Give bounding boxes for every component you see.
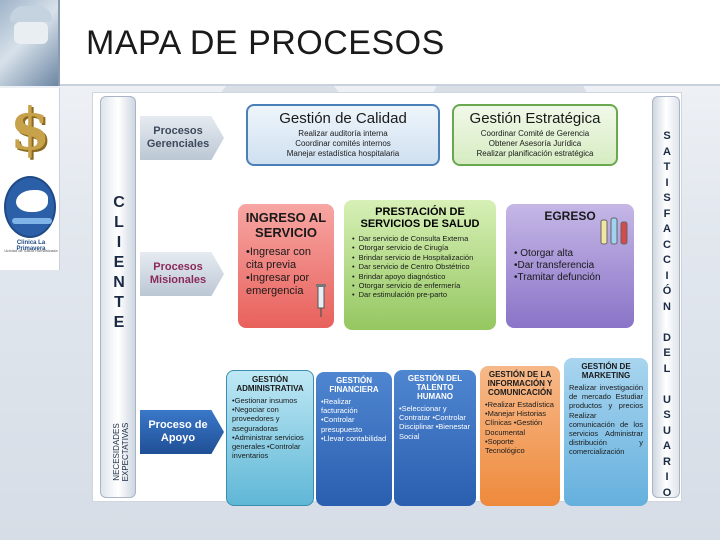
financiera-title: GESTIÓN FINANCIERA bbox=[329, 376, 379, 394]
talento-title: GESTIÓN DEL TALENTO HUMANO bbox=[407, 374, 463, 401]
page-title: MAPA DE PROCESOS bbox=[86, 24, 445, 62]
box-gestion-talento-humano: GESTIÓN DEL TALENTO HUMANO •Seleccionar … bbox=[394, 370, 476, 506]
satisfaction-letter bbox=[653, 315, 681, 331]
needs-text: NECESIDADES EXPECTATIVAS bbox=[112, 422, 130, 482]
estrategica-line: Coordinar Comité de Gerencia bbox=[480, 129, 590, 138]
clinic-logo bbox=[4, 176, 56, 238]
label-proceso-apoyo: Proceso de Apoyo bbox=[140, 410, 224, 454]
satisfaction-letter: A bbox=[663, 440, 671, 452]
lab-flask-icon bbox=[600, 217, 628, 245]
satisfaction-letter: L bbox=[663, 362, 671, 375]
satisfaction-letter: F bbox=[663, 207, 671, 220]
box-gestion-marketing: GESTIÓN DE MARKETING Realizar investigac… bbox=[564, 358, 648, 506]
satisfaction-letter: D bbox=[663, 331, 671, 344]
satisfaction-letter: I bbox=[665, 176, 669, 189]
prestacion-item: Dar estimulación pre-parto bbox=[352, 290, 492, 299]
satisfaction-letter: R bbox=[663, 455, 671, 468]
estrategica-title: Gestión Estratégica bbox=[469, 110, 601, 127]
prestacion-item: Dar servicio de Consulta Externa bbox=[352, 234, 492, 243]
client-letter: E bbox=[113, 254, 125, 271]
marketing-text: Realizar investigación de mercado Estudi… bbox=[569, 383, 643, 457]
satisfaction-letter: A bbox=[663, 145, 671, 158]
egreso-item: •Tramitar defunción bbox=[514, 272, 601, 283]
financiera-text: •Realizar facturación •Controlar presupu… bbox=[321, 397, 387, 443]
surgical-mask bbox=[14, 22, 48, 44]
box-gestion-calidad: Gestión de Calidad Realizar auditoría in… bbox=[246, 104, 440, 166]
satisfaction-letter: N bbox=[663, 300, 671, 313]
surgical-cap bbox=[10, 6, 52, 22]
prestacion-item: Otorgar servicio de Cirugía bbox=[352, 243, 492, 252]
client-letter: I bbox=[116, 234, 122, 251]
informacion-text: •Realizar Estadística •Manejar Historias… bbox=[485, 400, 554, 456]
satisfaction-letter: I bbox=[665, 471, 669, 483]
satisfaction-letter: U bbox=[663, 424, 671, 437]
satisfaction-letter: U bbox=[663, 393, 671, 406]
administrativa-text: •Gestionar insumos •Negociar con proveed… bbox=[232, 396, 304, 461]
satisfaction-letter bbox=[653, 377, 681, 393]
satisfaction-letter: I bbox=[665, 269, 669, 282]
needs-label: NECESIDADES EXPECTATIVAS bbox=[105, 415, 133, 495]
box-gestion-administrativa: GESTIÓN ADMINISTRATIVA •Gestionar insumo… bbox=[226, 370, 314, 506]
dolphin-icon bbox=[16, 190, 48, 212]
doctor-photo bbox=[0, 0, 60, 86]
label-procesos-gerenciales: Procesos Gerenciales bbox=[140, 116, 224, 160]
calidad-line: Coordinar comités internos bbox=[295, 139, 391, 148]
satisfaction-letter: A bbox=[663, 223, 671, 235]
prestacion-title: PRESTACIÓN DE SERVICIOS DE SALUD bbox=[360, 206, 480, 230]
sidebar-logos: $ Clinica La Primavera Unidad de Salud H… bbox=[0, 88, 60, 270]
ingreso-item: •Ingresar con cita previa bbox=[246, 246, 311, 271]
satisfaction-letter: S bbox=[663, 192, 671, 204]
estrategica-line: Obtener Asesoría Jurídica bbox=[488, 139, 582, 148]
satisfaction-letter: Ó bbox=[662, 285, 672, 297]
prestacion-item: Dar servicio de Centro Obstétrico bbox=[352, 262, 492, 271]
prestacion-item: Otorgar servicio de enfermería bbox=[352, 281, 492, 290]
satisfaction-letter: O bbox=[662, 486, 672, 499]
box-prestacion-servicios: PRESTACIÓN DE SERVICIOS DE SALUD Dar ser… bbox=[344, 200, 496, 330]
talento-text: •Seleccionar y Contratar •Controlar Disc… bbox=[399, 404, 470, 441]
box-gestion-informacion: GESTIÓN DE LA INFORMACIÓN Y COMUNICACIÓN… bbox=[480, 366, 560, 506]
egreso-title: EGRESO bbox=[544, 209, 596, 223]
clinic-name: Clinica La Primavera bbox=[16, 240, 46, 252]
client-letter: C bbox=[113, 194, 125, 211]
client-letter: T bbox=[114, 294, 124, 311]
satisfaction-letter: C bbox=[663, 254, 671, 266]
prestacion-item: Brindar apoyo diagnóstico bbox=[352, 272, 492, 281]
client-letter: L bbox=[114, 214, 124, 231]
client-bar: C L I E N T E NECESIDADES EXPECTATIVAS bbox=[100, 96, 136, 498]
satisfaction-letter: S bbox=[663, 130, 671, 142]
client-letter: E bbox=[113, 314, 125, 331]
egreso-item: • Otorgar alta bbox=[514, 248, 574, 259]
box-ingreso-servicio: INGRESO AL SERVICIO •Ingresar con cita p… bbox=[238, 204, 334, 328]
box-gestion-financiera: GESTIÓN FINANCIERA •Realizar facturación… bbox=[316, 372, 392, 506]
dollar-icon: $ bbox=[9, 95, 51, 163]
satisfaction-letter: E bbox=[663, 347, 671, 359]
administrativa-title: GESTIÓN ADMINISTRATIVA bbox=[236, 375, 304, 393]
satisfaction-letter: C bbox=[663, 238, 671, 251]
wave-icon bbox=[12, 218, 52, 224]
calidad-line: Realizar auditoría interna bbox=[298, 129, 388, 138]
informacion-title: GESTIÓN DE LA INFORMACIÓN Y COMUNICACIÓN bbox=[487, 370, 553, 397]
ingreso-title: INGRESO AL SERVICIO bbox=[245, 210, 327, 240]
egreso-item: •Dar transferencia bbox=[514, 260, 595, 271]
calidad-line: Manejar estadística hospitalaria bbox=[286, 149, 400, 158]
syringe-icon bbox=[316, 284, 326, 317]
client-letters: C L I E N T E bbox=[101, 193, 137, 333]
calidad-title: Gestión de Calidad bbox=[279, 110, 407, 127]
satisfaction-letter: T bbox=[663, 161, 671, 173]
prestacion-item: Brindar servicio de Hospitalización bbox=[352, 253, 492, 262]
ingreso-item: •Ingresar por emergencia bbox=[246, 272, 310, 297]
label-procesos-misionales: Procesos Misionales bbox=[140, 252, 224, 296]
client-letter: N bbox=[113, 274, 125, 291]
estrategica-line: Realizar planificación estratégica bbox=[476, 149, 594, 158]
marketing-title: GESTIÓN DE MARKETING bbox=[581, 362, 631, 380]
header: MAPA DE PROCESOS bbox=[0, 0, 720, 86]
satisfaction-letter: S bbox=[663, 409, 671, 421]
box-gestion-estrategica: Gestión Estratégica Coordinar Comité de … bbox=[452, 104, 618, 166]
clinic-subtitle: Unidad de Salud Humanizada bbox=[4, 248, 58, 253]
